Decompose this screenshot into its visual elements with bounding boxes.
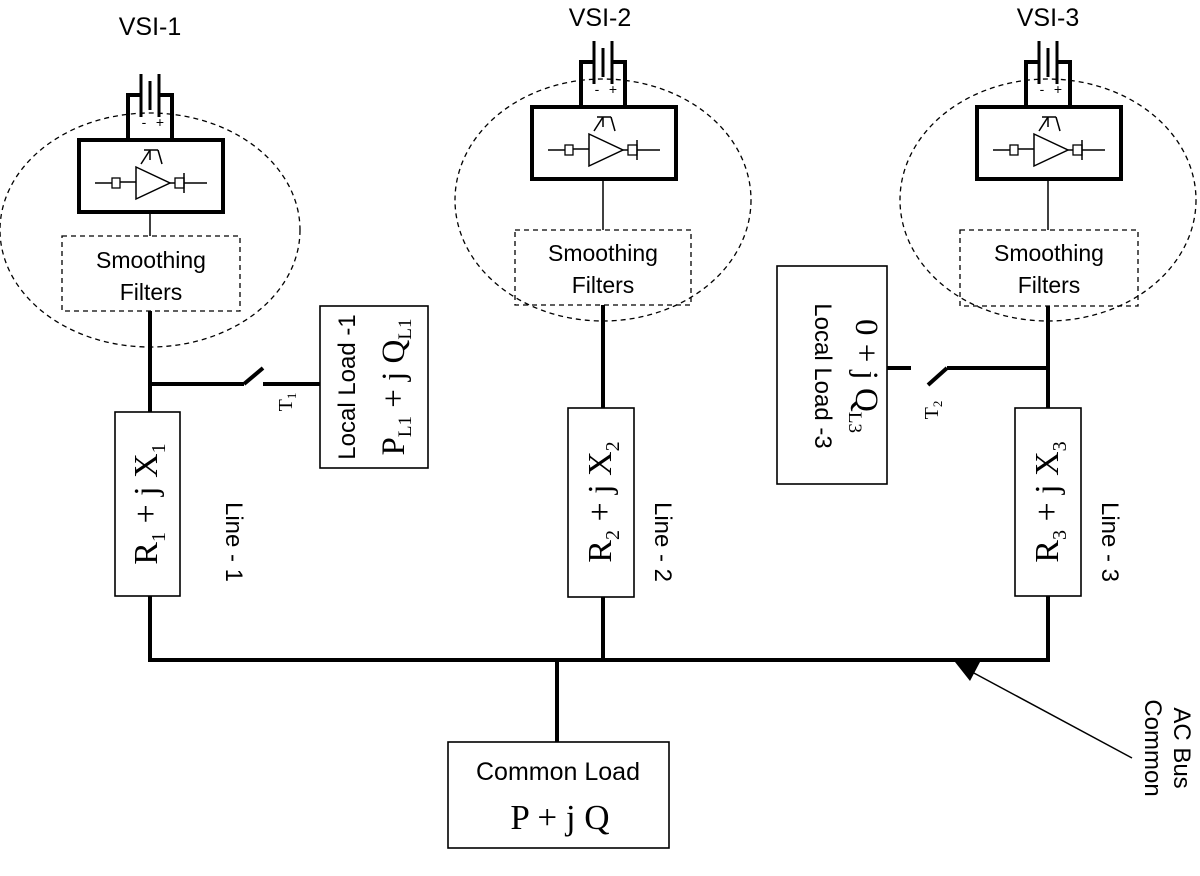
common-load: Common Load P + j Q: [447, 741, 670, 849]
inverter-symbol: - +: [77, 72, 225, 214]
bus-annotation: Common AC Bus: [955, 662, 1195, 797]
svg-text:0 + j QL3: 0 + j QL3: [844, 319, 884, 433]
filter-label: Smoothing: [96, 247, 206, 273]
local-load-title: Local Load -1: [334, 314, 361, 459]
line-impedance: R3 + j X3: [1014, 407, 1082, 597]
wiring: [148, 305, 1050, 742]
inverter-symbol: - +: [975, 39, 1123, 181]
filter-label: Smoothing: [994, 240, 1104, 266]
switch-t1: T1: [275, 393, 299, 412]
vsi-unit: VSI-2 - + Smoothing Filters: [454, 4, 752, 322]
battery-minus: -: [142, 114, 147, 130]
arrowhead-icon: [955, 662, 980, 681]
filter-label: Smoothing: [548, 240, 658, 266]
battery-plus: +: [609, 81, 617, 97]
battery-plus: +: [156, 114, 164, 130]
svg-text:T2: T2: [921, 401, 945, 420]
svg-text:R2 + j X2: R2 + j X2: [582, 441, 624, 562]
common-load-expr: P + j Q: [510, 798, 609, 837]
line-label: Line - 2: [649, 502, 676, 582]
svg-text:R3 + j X3: R3 + j X3: [1029, 441, 1071, 562]
vsi-title: VSI-3: [1017, 4, 1080, 32]
filter-label: Filters: [1018, 272, 1081, 298]
common-load-title: Common Load: [476, 758, 640, 786]
filter-label: Filters: [572, 272, 635, 298]
battery-minus: -: [1040, 81, 1045, 97]
switch-label: T: [275, 399, 297, 411]
battery-plus: +: [1054, 81, 1062, 97]
switch-label: T: [921, 407, 943, 419]
local-load-1: Local Load -1 PL1 + j QL1: [319, 305, 429, 469]
bus-label: AC Bus: [1168, 707, 1195, 788]
local-load-title: Local Load -3: [809, 303, 836, 448]
switch-subscript: 1: [284, 393, 299, 400]
svg-text:Line - 3: Line - 3: [1096, 502, 1123, 582]
svg-text:PL1 + j QL1: PL1 + j QL1: [376, 319, 416, 456]
svg-text:T1: T1: [275, 393, 299, 412]
vsi-unit: VSI-3 - + Smoothing Filters: [899, 4, 1197, 322]
filter-label: Filters: [120, 279, 183, 305]
vsi-title: VSI-1: [119, 13, 182, 41]
switch-t2: T2: [921, 401, 945, 420]
svg-text:Line - 1: Line - 1: [220, 502, 247, 582]
local-load-3: Local Load -3 0 + j QL3: [776, 265, 888, 485]
svg-text:Line - 2: Line - 2: [649, 502, 676, 582]
vsi-unit: VSI-1 - + Smoothing Filters: [0, 13, 301, 348]
vsi-title: VSI-2: [569, 4, 632, 32]
battery-minus: -: [595, 81, 600, 97]
line-label: Line - 1: [220, 502, 247, 582]
line-impedance: R2 + j X2: [567, 407, 635, 598]
line-impedance: R1 + j X1: [114, 411, 181, 597]
inverter-symbol: - +: [530, 39, 678, 181]
bus-label: Common: [1139, 699, 1166, 796]
switch-subscript: 2: [930, 401, 945, 408]
svg-text:R1 + j X1: R1 + j X1: [128, 443, 170, 564]
line-label: Line - 3: [1096, 502, 1123, 582]
